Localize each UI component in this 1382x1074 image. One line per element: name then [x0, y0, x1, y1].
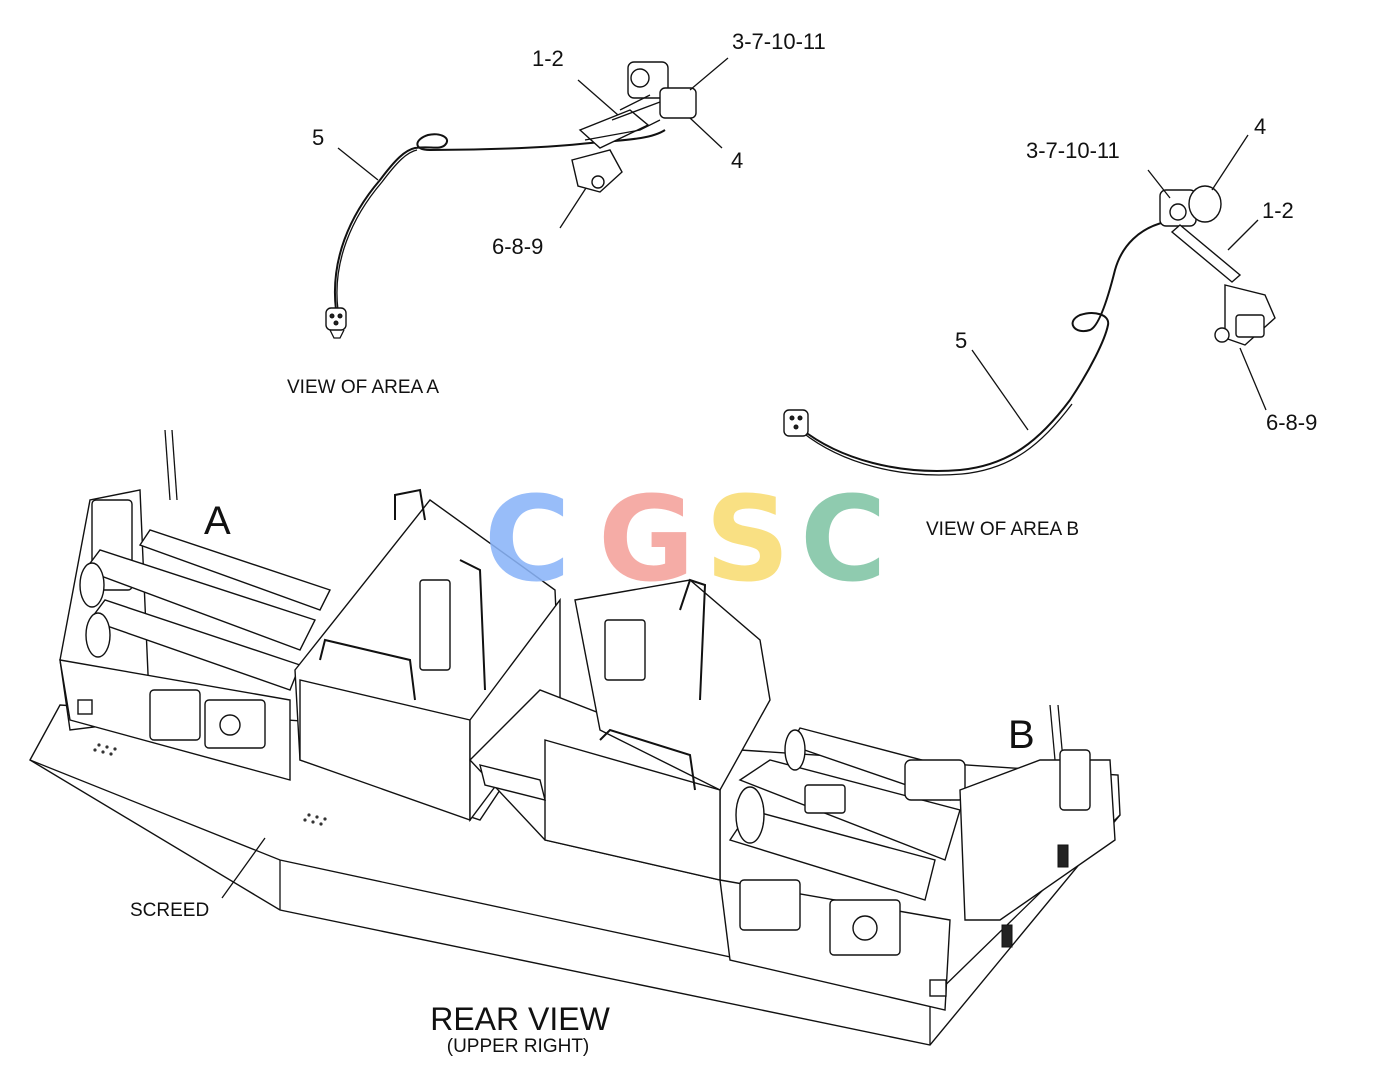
view-b-caption: VIEW OF AREA B [926, 519, 1079, 540]
view-b-callout-bolts: 1-2 [1262, 198, 1294, 223]
view-title: REAR VIEW [430, 1001, 610, 1037]
watermark-letter-4: C [800, 470, 887, 608]
view-b-callout-bracket-hardware: 6-8-9 [1266, 410, 1317, 435]
view-a-callout-harness: 5 [312, 125, 324, 150]
view-a-callout-fittings: 3-7-10-11 [732, 29, 826, 54]
view-a-detail: 5 1-2 3-7-10-11 4 6-8-9 VIEW OF AREA A [287, 29, 826, 398]
view-b-sensor-assembly [1159, 185, 1276, 346]
view-b-detail: 3-7-10-11 4 1-2 5 6-8-9 VIEW OF AREA B [783, 114, 1317, 540]
screed-label: SCREED [130, 900, 209, 921]
area-a-marker: A [204, 499, 231, 543]
left-cylinders [79, 529, 331, 691]
screed-assembly: A B SCREED [29, 429, 1121, 1046]
watermark-letter-2: G [598, 470, 695, 608]
view-a-callout-sensor: 4 [731, 148, 743, 173]
watermark-letter-1: C [484, 470, 571, 608]
view-subtitle: (UPPER RIGHT) [447, 1036, 590, 1057]
view-a-callout-bracket-hardware: 6-8-9 [492, 234, 543, 259]
view-a-callout-bolts: 1-2 [532, 46, 564, 71]
view-a-harness-cable [334, 129, 666, 311]
cgsc-watermark: C G S C [484, 470, 887, 608]
right-cylinders [728, 727, 966, 901]
view-a-connector [325, 307, 347, 339]
watermark-letter-3: S [705, 470, 790, 608]
view-b-callout-sensor: 4 [1254, 114, 1266, 139]
view-b-harness-cable [799, 221, 1166, 472]
view-a-sensor-assembly [571, 61, 697, 193]
view-a-caption: VIEW OF AREA A [287, 377, 439, 398]
area-b-marker: B [1008, 713, 1035, 757]
view-b-callout-harness: 5 [955, 328, 967, 353]
view-b-callout-fittings: 3-7-10-11 [1026, 138, 1120, 163]
view-b-connector [783, 409, 809, 437]
